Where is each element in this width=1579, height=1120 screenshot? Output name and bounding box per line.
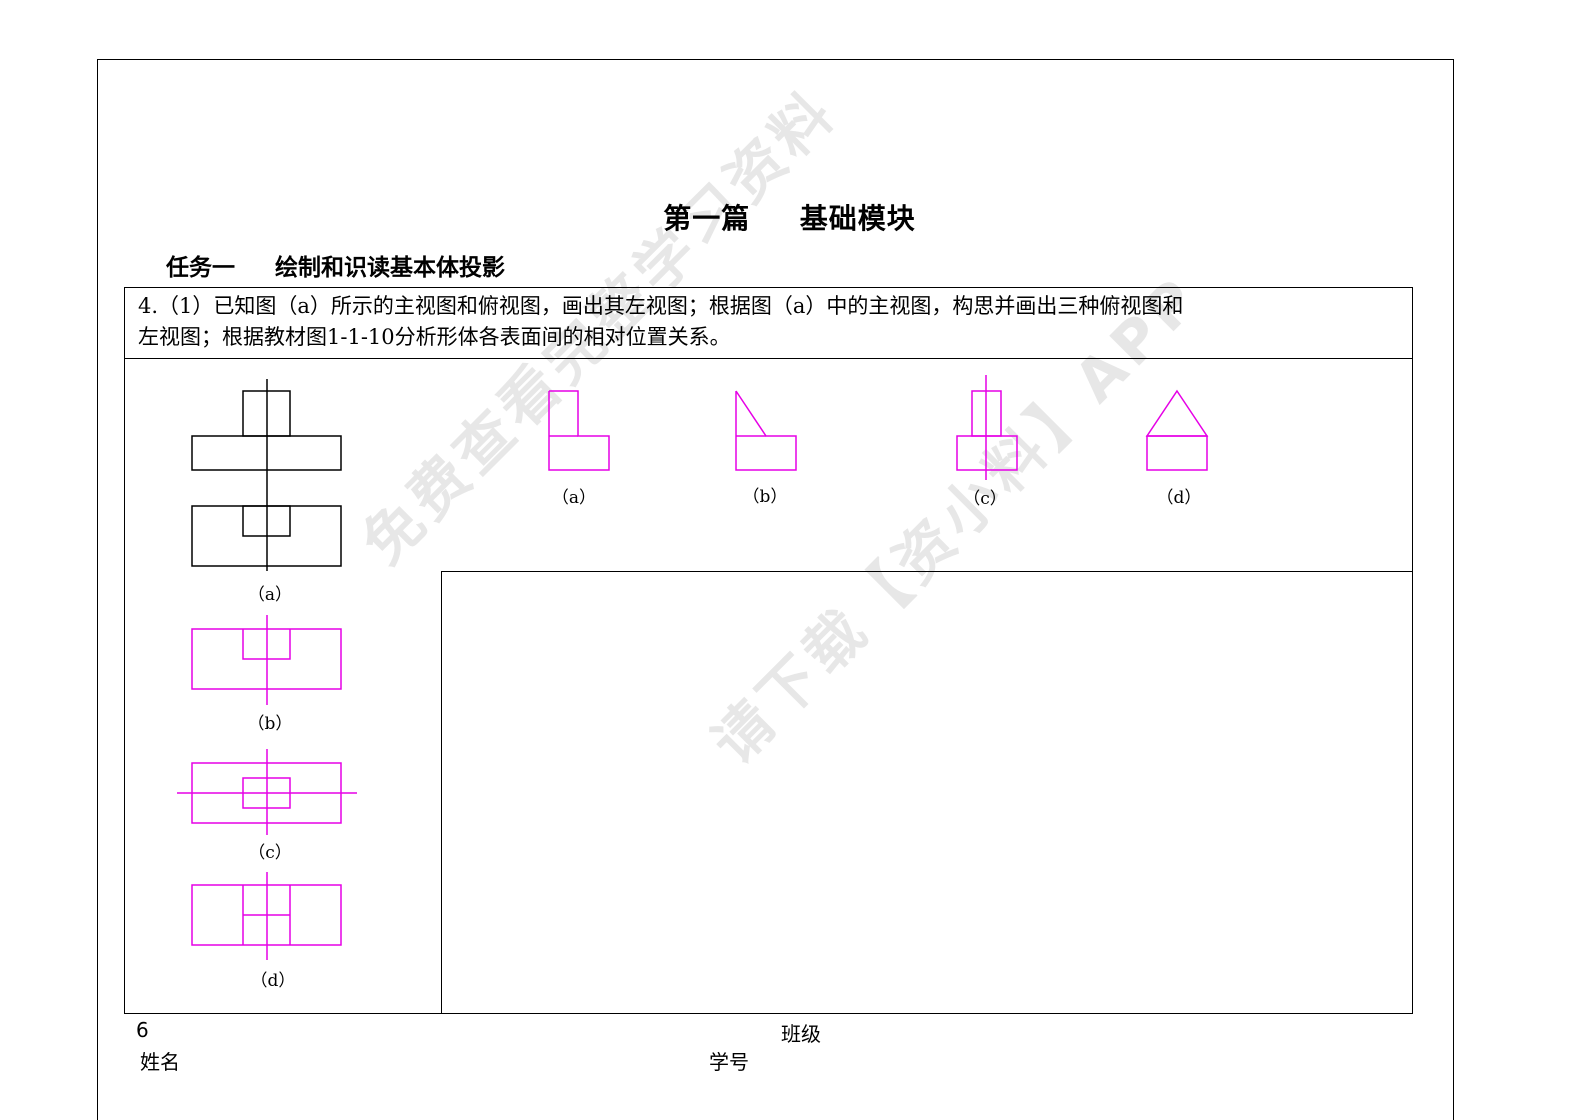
- left-view-b-label: （b）: [742, 487, 788, 507]
- figure-a-label: （a）: [247, 585, 293, 605]
- left-view-d-label: （d）: [1156, 488, 1202, 508]
- question-text: 4.（1）已知图（a）所示的主视图和俯视图，画出其左视图；根据图（a）中的主视图…: [138, 291, 1398, 353]
- chapter-title-part-2: 基础模块: [799, 202, 916, 235]
- figure-b-top-view: [191, 615, 342, 705]
- left-view-c: [956, 375, 1018, 480]
- figure-d-top-view: [191, 872, 342, 960]
- task-name: 绘制和识读基本体投影: [275, 255, 505, 281]
- page-number: 6: [136, 1018, 149, 1042]
- class-label: 班级: [781, 1022, 821, 1046]
- figure-c-top-view: [177, 749, 357, 835]
- student-id-label: 学号: [709, 1050, 749, 1074]
- left-view-a: [548, 390, 610, 471]
- figure-c-label: （c）: [248, 843, 292, 863]
- answer-area[interactable]: [441, 571, 1413, 1014]
- left-view-b: [735, 390, 797, 471]
- exercise-box: [124, 287, 1413, 1014]
- name-label: 姓名: [140, 1050, 180, 1074]
- question-line-2: 左视图；根据教材图1-1-10分析形体各表面间的相对位置关系。: [138, 325, 731, 349]
- left-view-c-label: （c）: [963, 489, 1007, 509]
- question-divider: [124, 358, 1413, 359]
- task-label: 任务一: [166, 255, 235, 281]
- figure-a-given-views: [191, 379, 342, 571]
- figure-d-label: （d）: [250, 971, 296, 991]
- left-view-a-label: （a）: [551, 488, 597, 508]
- chapter-title: 第一篇 基础模块: [0, 197, 1579, 237]
- figure-b-label: （b）: [247, 714, 293, 734]
- page-frame: [97, 59, 1454, 1120]
- chapter-title-part-1: 第一篇: [663, 202, 751, 235]
- left-view-d: [1145, 389, 1209, 471]
- task-title: 任务一 绘制和识读基本体投影: [166, 248, 505, 282]
- question-line-1: 4.（1）已知图（a）所示的主视图和俯视图，画出其左视图；根据图（a）中的主视图…: [138, 294, 1184, 318]
